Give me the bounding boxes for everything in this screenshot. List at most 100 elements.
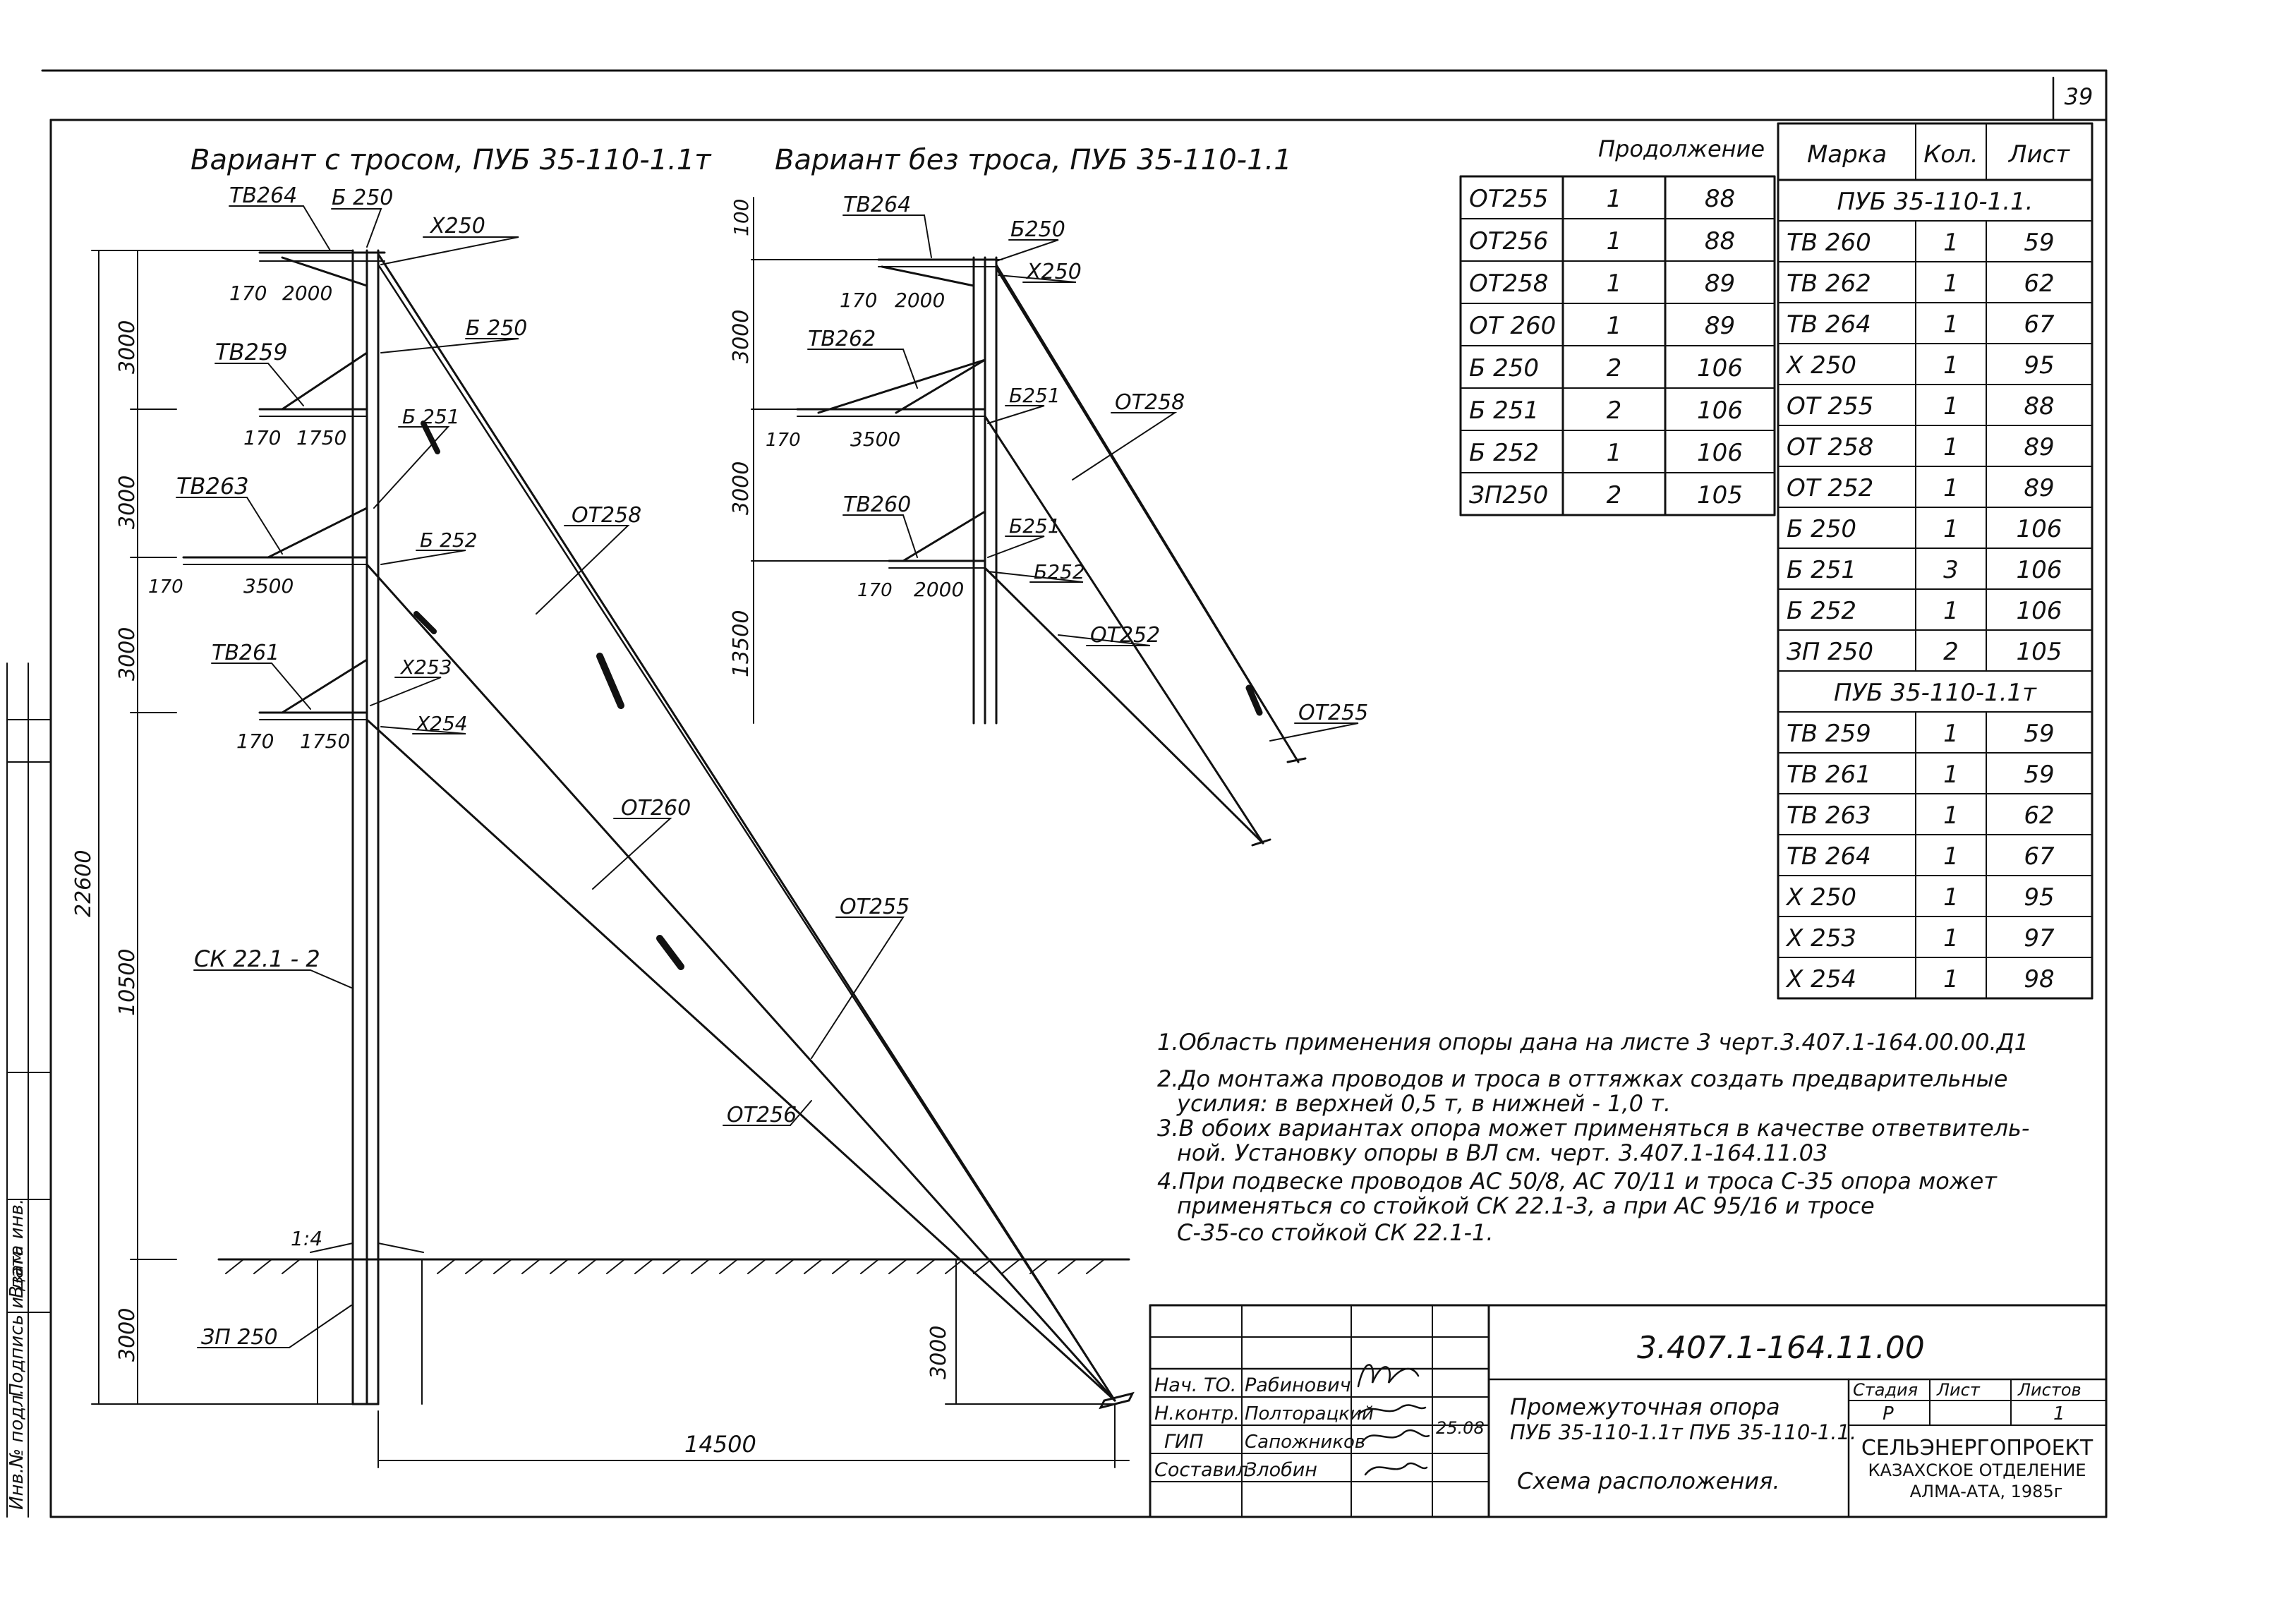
continuation-row-qty: 1 [1607,227,1622,255]
spec-row-sheet: 89 [2024,474,2054,502]
continuation-row-qty: 1 [1607,270,1622,298]
variant-right-title: Вариант без троса, ПУБ 35-110-1.1 [775,144,1292,176]
r-label-b251-a: Б251 [1009,384,1061,407]
label-ot256: ОТ256 [727,1103,797,1127]
continuation-row-sheet: 89 [1705,270,1735,298]
dim-3000-c: 3000 [115,627,140,681]
label-ot258-left: ОТ258 [572,503,641,528]
note-line-4: 3.В обоих вариантах опора может применят… [1157,1115,2029,1142]
spec-row-sheet: 106 [2017,597,2062,625]
continuation-row-mark: ОТ255 [1469,185,1548,213]
label-x253: Х253 [399,655,452,679]
dim-3000-a: 3000 [115,320,140,374]
dim-3000-right: 3000 [926,1326,951,1379]
r-label-b250: Б250 [1010,217,1065,242]
dim-10500: 10500 [115,949,140,1016]
spec-row-mark: ТВ 264 [1787,310,1871,339]
spec-row-mark: ЗП 250 [1787,638,1873,666]
r-label-b251-b: Б251 [1009,514,1061,538]
stamp-inv-number: Инв.№ подл. [6,1389,28,1510]
label-b252: Б 252 [420,528,478,552]
spec-row-mark: ТВ 261 [1787,761,1871,789]
continuation-row-mark: ОТ256 [1469,227,1548,255]
dimension-lines-left [91,250,1130,1468]
sheets-value: 1 [2053,1403,2065,1424]
spec-row-qty: 1 [1943,392,1959,421]
spec-row-mark: Х 250 [1785,351,1856,380]
spec-row-sheet: 67 [2024,310,2055,339]
continuation-row-mark: Б 250 [1469,354,1539,382]
spec-row-qty: 1 [1943,597,1959,625]
dim-1750-1: 1750 [296,426,346,449]
label-tv261: ТВ261 [212,641,279,665]
crossarms-left [182,251,386,720]
spec-row-sheet: 95 [2024,351,2054,380]
continuation-row-qty: 1 [1607,312,1622,340]
spec-row-mark: ТВ 263 [1787,802,1871,830]
leader-lines-left [176,205,905,1348]
continuation-row-sheet: 89 [1705,312,1735,340]
spec-row-qty: 1 [1943,310,1959,339]
label-zp250-left: ЗП 250 [201,1325,278,1350]
spec-row-qty: 1 [1943,720,1959,748]
spec-row-qty: 1 [1943,965,1959,993]
continuation-header: Продолжение [1598,135,1765,162]
r-dim-2000-1: 2000 [895,289,945,312]
spec-row-qty: 2 [1943,638,1959,666]
spec-row-qty: 1 [1943,924,1959,952]
spec-row-mark: Х 250 [1785,883,1856,912]
spec-row-qty: 1 [1943,802,1959,830]
spec-row-sheet: 59 [2024,720,2054,748]
dim-170-2: 170 [243,426,281,449]
sheets-header: Листов [2017,1380,2081,1400]
doc-code: 3.407.1-164.11.00 [1637,1330,1925,1366]
r-label-ot252: ОТ252 [1090,623,1160,648]
role-3: ГИП [1164,1431,1204,1453]
org-city-year: АЛМА-АТА, 1985г [1910,1482,2063,1501]
variant-left-title: Вариант с тросом, ПУБ 35-110-1.1т [191,144,712,176]
title-line-2: ПУБ 35-110-1.1т ПУБ 35-110-1.1. [1510,1420,1856,1444]
continuation-row-mark: Б 251 [1469,397,1539,425]
continuation-row-qty: 1 [1607,439,1622,467]
r-dim-100: 100 [730,199,753,236]
dim-170-3: 170 [148,576,183,598]
spec-row-mark: ТВ 264 [1787,842,1871,871]
spec-header-qty: Кол. [1923,140,1978,169]
spec-row-mark: Х 253 [1785,924,1856,952]
label-sk22: СК 22.1 - 2 [194,945,320,972]
label-b250-top: Б 250 [332,186,393,210]
spec-row-mark: Б 252 [1787,597,1856,625]
sheet-frame [41,69,2108,1518]
spec-row-sheet: 106 [2017,556,2062,584]
spec-row-mark: Б 250 [1787,515,1856,543]
side-stamp [6,663,52,1518]
spec-row-mark: ОТ 255 [1787,392,1873,421]
spec-row-sheet: 67 [2024,842,2055,871]
r-dim-3500: 3500 [850,428,900,451]
sheet-number: 39 [2065,83,2093,110]
role-1: Нач. ТО. [1154,1374,1236,1396]
continuation-row-qty: 1 [1607,185,1622,213]
slope-label: 1:4 [291,1227,322,1250]
dim-170-1: 170 [229,282,267,305]
signatures [1357,1364,1430,1476]
spec-row-sheet: 106 [2017,515,2062,543]
r-label-tv260: ТВ260 [843,492,911,517]
spec-row-qty: 1 [1943,761,1959,789]
continuation-row-sheet: 105 [1697,481,1743,509]
dim-14500: 14500 [684,1431,756,1458]
r-label-ot258: ОТ258 [1115,390,1185,415]
role-4: Составил [1154,1459,1248,1481]
spec-row-mark: ТВ 262 [1787,270,1871,298]
dim-1750-2: 1750 [300,730,350,753]
title-line-3: Схема расположения. [1517,1468,1780,1494]
continuation-row-mark: ЗП250 [1469,481,1548,509]
stamp-replace-inv: Взам. инв. [6,1199,28,1298]
label-x250: Х250 [429,214,485,238]
continuation-row-sheet: 88 [1705,227,1735,255]
title-line-1: Промежуточная опора [1510,1393,1780,1420]
spec-row-mark: ОТ 252 [1787,474,1873,502]
dim-170-4: 170 [236,730,274,753]
